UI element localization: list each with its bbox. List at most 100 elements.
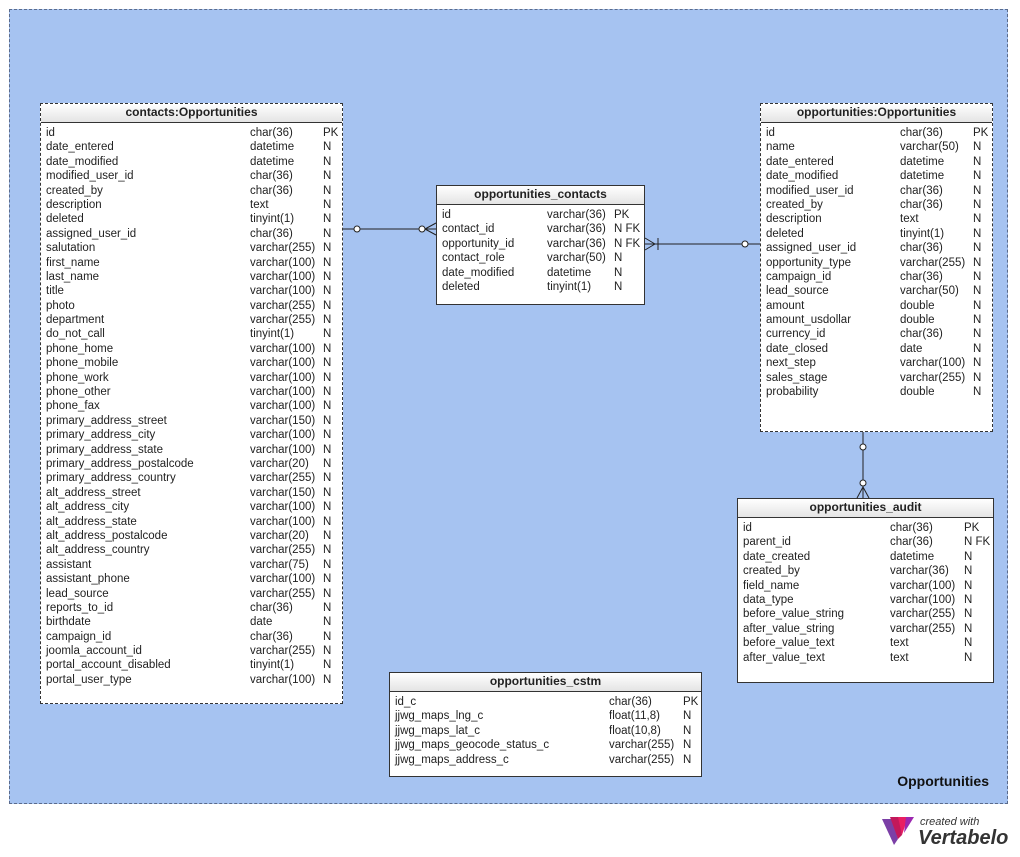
column-flags: N: [964, 593, 973, 606]
column-type: varchar(255): [250, 544, 316, 557]
column-type: varchar(100): [900, 357, 966, 370]
column-type: char(36): [890, 536, 933, 549]
column-name: phone_work: [46, 371, 109, 384]
column-flags: N: [323, 242, 332, 255]
column-name: jjwg_maps_lng_c: [395, 710, 484, 723]
column-name: amount: [766, 299, 805, 312]
column-name: assistant_phone: [46, 573, 130, 586]
column-type: datetime: [250, 141, 295, 154]
column-type: varchar(255): [250, 242, 316, 255]
column-name: sales_stage: [766, 371, 828, 384]
column-type: varchar(36): [547, 209, 606, 221]
column-flags: N: [964, 565, 973, 578]
column-name: date_modified: [442, 266, 515, 279]
column-flags: N: [964, 608, 973, 621]
